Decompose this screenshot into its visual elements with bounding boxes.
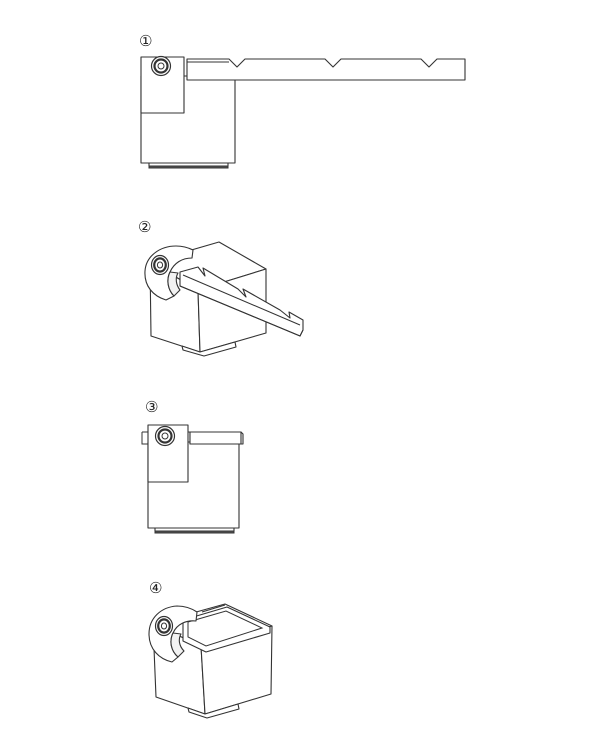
- step-2-number: ②: [138, 218, 151, 236]
- step-1-base-shadow: [148, 165, 229, 169]
- step-2-base: [181, 341, 237, 357]
- step-1-lens-icon: [150, 55, 172, 77]
- step-3: ③: [141, 398, 244, 534]
- step-4-lens-icon: [154, 615, 174, 637]
- step-3-base-shadow: [154, 530, 235, 534]
- step-2-lens-icon: [150, 254, 170, 276]
- step-4-number: ④: [149, 579, 162, 597]
- step-3-lens-icon: [154, 425, 176, 447]
- step-4-mount-strip: [182, 606, 271, 653]
- step-3-number: ③: [145, 398, 158, 416]
- step-1-number: ①: [139, 32, 152, 50]
- step-4-base: [187, 703, 240, 719]
- step-2: ②: [138, 218, 304, 357]
- step-1-mount-strip: [186, 58, 466, 81]
- step-1: ①: [139, 32, 466, 169]
- step-4: ④: [148, 579, 273, 719]
